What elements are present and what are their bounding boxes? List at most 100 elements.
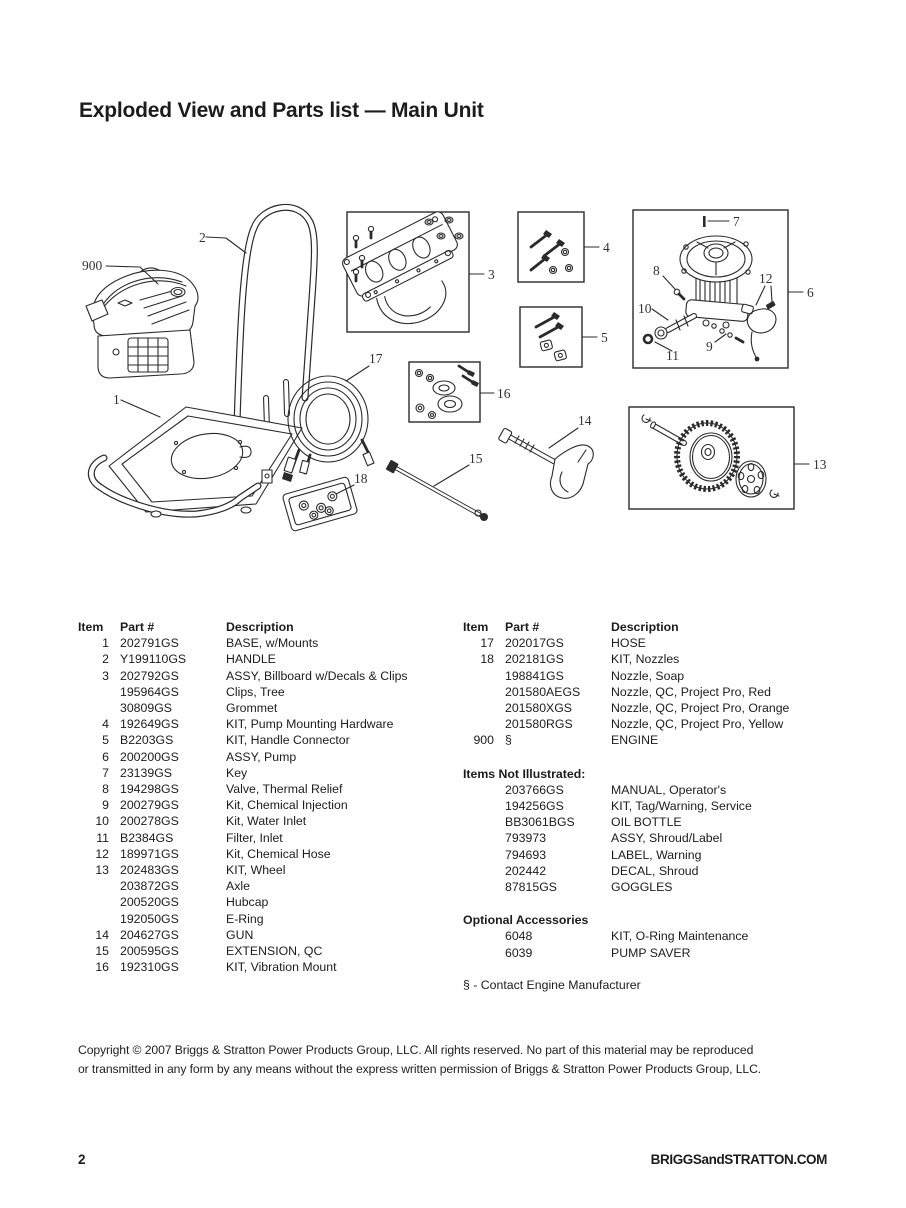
part-number: 202017GS [505,636,564,651]
part-description: GOGGLES [611,880,673,895]
table-row: 201580RGS Nozzle, QC, Project Pro, Yello… [463,716,847,732]
table-row: 2 Y199110GS HANDLE [78,651,453,667]
part-number: 195964GS [120,684,179,699]
exploded-view-diagram: 900 2 1 [82,203,827,532]
table-row: 195964GS Clips, Tree [78,684,453,700]
part-number: 192050GS [120,911,179,926]
item-number: 5 [102,733,109,748]
callout-3: 3 [488,267,495,282]
header-description: Description [611,620,679,634]
item-number [78,684,120,700]
part-description: OIL BOTTLE [611,815,682,830]
table-row: 198841GS Nozzle, Soap [463,668,847,684]
page-number: 2 [78,1152,86,1167]
item-number: 8 [102,782,109,797]
item-number: 6 [102,749,109,764]
header-part: Part # [120,620,155,634]
table-row: 14 204627GS GUN [78,927,453,943]
table-row: 202442 DECAL, Shroud [463,863,847,879]
table-row: 11 B2384GS Filter, Inlet [78,830,453,846]
callout-16: 16 [497,386,511,401]
wheel-box: 13 [628,406,827,510]
extension-part: 15 [385,451,488,521]
part-description: KIT, O-Ring Maintenance [611,929,749,944]
item-number: 900 [473,733,494,748]
copyright-line-1: Copyright © 2007 Briggs & Stratton Power… [78,1043,754,1057]
part-description: Filter, Inlet [226,830,283,845]
part-number: 202483GS [120,863,179,878]
table-row: 194256GS KIT, Tag/Warning, Service [463,798,847,814]
part-number: 204627GS [120,927,179,942]
table-row: 87815GS GOGGLES [463,879,847,895]
item-number: 2 [102,652,109,667]
part-description: Kit, Chemical Hose [226,846,331,861]
table-row: 203872GS Axle [78,878,453,894]
part-description: GUN [226,927,254,942]
table-row: 30809GS Grommet [78,700,453,716]
item-number [78,700,120,716]
part-description: KIT, Wheel [226,863,286,878]
part-number: 200279GS [120,798,179,813]
part-description: Nozzle, Soap [611,668,685,683]
part-description: EXTENSION, QC [226,944,323,959]
copyright-line-2: or transmitted in any form by any means … [78,1061,762,1076]
part-description: HANDLE [226,652,276,667]
nozzle-kit-part: 18 [282,471,368,532]
table-row: 793973 ASSY, Shroud/Label [463,830,847,846]
part-description: Axle [226,879,250,894]
item-number: 7 [102,765,109,780]
item-number: 1 [102,636,109,651]
callout-1: 1 [113,392,120,407]
table-row: BB3061BGS OIL BOTTLE [463,814,847,830]
table-row: 16 192310GS KIT, Vibration Mount [78,959,453,975]
base-part: 1 [87,392,303,518]
item-number: 13 [95,863,109,878]
part-number: 794693 [505,847,547,862]
table-row: 201580XGS Nozzle, QC, Project Pro, Orang… [463,700,847,716]
hose-part: 17 [282,351,383,482]
item-number [463,684,505,700]
table-row: 3 202792GS ASSY, Billboard w/Decals & Cl… [78,668,453,684]
table-row: 17 202017GS HOSE [463,635,847,651]
part-description: Grommet [226,701,278,716]
part-number: 201580AEGS [505,684,581,699]
header-item: Item [78,620,104,634]
part-number: 200520GS [120,895,179,910]
part-number: 6048 [505,929,533,944]
handle-connector-box: 5 [519,306,608,368]
part-description: Clips, Tree [226,684,285,699]
part-number: B2384GS [120,830,174,845]
item-number: 9 [102,798,109,813]
part-description: Nozzle, QC, Project Pro, Red [611,684,771,699]
part-number: 87815GS [505,880,557,895]
table-row: 6 200200GS ASSY, Pump [78,749,453,765]
table-row: 13 202483GS KIT, Wheel [78,862,453,878]
engine-900-part: 900 [82,258,199,379]
part-number: 201580XGS [505,701,573,716]
item-number: 10 [95,814,109,829]
item-number: 17 [480,636,494,651]
item-number [463,668,505,684]
part-description: HOSE [611,636,646,651]
part-description: Nozzle, QC, Project Pro, Yellow [611,717,784,732]
part-number: 200200GS [120,749,179,764]
callout-11: 11 [666,348,679,363]
pump-hardware-box: 4 [517,211,610,283]
part-number: 192310GS [120,960,179,975]
part-description: ASSY, Shroud/Label [611,831,723,846]
callout-12: 12 [759,271,773,286]
part-number: B2203GS [120,733,174,748]
part-number: BB3061BGS [505,815,575,830]
table-header: Item Part # Description [78,619,453,635]
callout-6: 6 [807,285,814,300]
callout-10: 10 [638,301,652,316]
part-description: E-Ring [226,911,264,926]
part-number: 189971GS [120,846,179,861]
part-number: 200278GS [120,814,179,829]
part-description: Nozzle, QC, Project Pro, Orange [611,701,790,716]
part-description: DECAL, Shroud [611,863,699,878]
item-number [463,716,505,732]
callout-14: 14 [578,413,592,428]
part-number: § [505,733,512,748]
